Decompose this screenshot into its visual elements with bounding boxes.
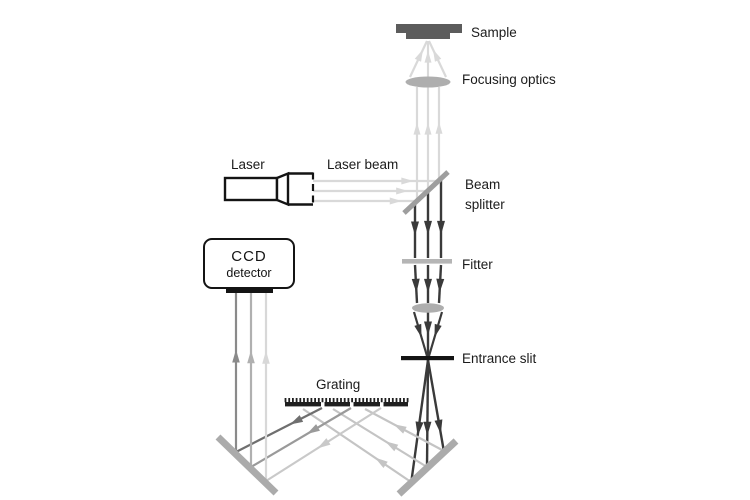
focusing-lens [405, 76, 451, 88]
slit-cone-right-arrowhead-1 [434, 323, 442, 338]
mirror-to-grating-1-arrowhead-1 [374, 457, 388, 468]
grating-base-2 [324, 402, 350, 407]
collected-down-left-arrowhead-1 [411, 221, 419, 236]
diverging-mid-arrowhead-1 [423, 421, 432, 436]
focus-cone-mid-arrowhead-1 [424, 50, 432, 63]
excitation-up-right-arrowhead-1 [435, 121, 443, 134]
ccd-beam-light-arrowhead-1 [262, 350, 270, 364]
ccd-sublabel: detector [226, 265, 272, 280]
collected-down-mid-arrowhead-1 [424, 220, 432, 235]
condenser-lens [412, 303, 444, 313]
grating-base-4 [383, 402, 408, 407]
ccd-detector-box: CCD detector [203, 238, 295, 289]
grating-teeth [284, 398, 409, 403]
collected-down-right-arrowhead-1 [437, 220, 445, 235]
diverging-mid [425, 359, 430, 469]
label-filter: Fitter [462, 257, 493, 272]
ccd-beam-mid-arrowhead-1 [247, 350, 255, 364]
grating-base-1 [285, 402, 321, 407]
ccd-label: CCD [231, 247, 267, 265]
label-beam-splitter: Beam splitter [465, 177, 505, 212]
sample-lip [406, 33, 450, 39]
mirror-to-grating-1 [302, 408, 412, 483]
laser-beam-top-arrowhead-1 [401, 177, 414, 185]
laser-beam-bottom-arrowhead-1 [389, 197, 402, 205]
focus-cone-right-arrowhead-1 [432, 49, 442, 62]
mirror-left [215, 434, 279, 496]
slit-cone-mid-arrowhead-1 [424, 321, 432, 336]
laser-beam-mid-arrowhead-1 [396, 187, 409, 195]
diverging-left-arrowhead-1 [415, 421, 424, 436]
filter-plate [402, 259, 452, 264]
label-entrance-slit: Entrance slit [462, 351, 537, 366]
label-focusing-optics: Focusing optics [462, 72, 556, 87]
ccd-beam-dark-arrowhead-1 [232, 349, 240, 363]
excitation-up-left-arrowhead-1 [413, 122, 421, 135]
mirror-right [396, 438, 459, 497]
mirror-to-grating-3-arrowhead-1 [393, 424, 407, 434]
mirror-to-grating-2 [332, 408, 428, 468]
grating-base-3 [353, 402, 380, 407]
ccd-sensor-window [226, 289, 273, 293]
dispersed-beam-dark [235, 407, 323, 453]
label-laser: Laser [231, 157, 265, 172]
filtered-down-left-arrowhead-1 [411, 278, 420, 293]
laser-body [223, 176, 279, 202]
focus-cone-left-arrowhead-1 [414, 49, 424, 62]
dispersed-beam-light-arrowhead-1 [317, 438, 331, 449]
diverging-right-arrowhead-1 [434, 419, 443, 434]
slit-cone-left-arrowhead-1 [414, 323, 422, 338]
sample-plate [396, 24, 462, 33]
diverging-right [426, 359, 446, 453]
laser-cone [275, 171, 290, 207]
beam-splitter-plate [402, 170, 450, 215]
dispersed-beam-mid-arrowhead-1 [306, 424, 320, 435]
dispersed-beam-mid [250, 407, 352, 468]
excitation-up-mid-arrowhead-1 [424, 122, 432, 135]
label-sample: Sample [471, 25, 517, 40]
entrance-slit-plate [401, 356, 454, 361]
filtered-down-mid-arrowhead-1 [424, 278, 432, 293]
filtered-down-right-arrowhead-1 [436, 278, 445, 293]
label-grating: Grating [316, 377, 361, 392]
dispersed-beam-dark-arrowhead-1 [289, 415, 304, 425]
label-laser-beam: Laser beam [327, 157, 399, 172]
mirror-to-grating-2-arrowhead-1 [385, 441, 399, 452]
